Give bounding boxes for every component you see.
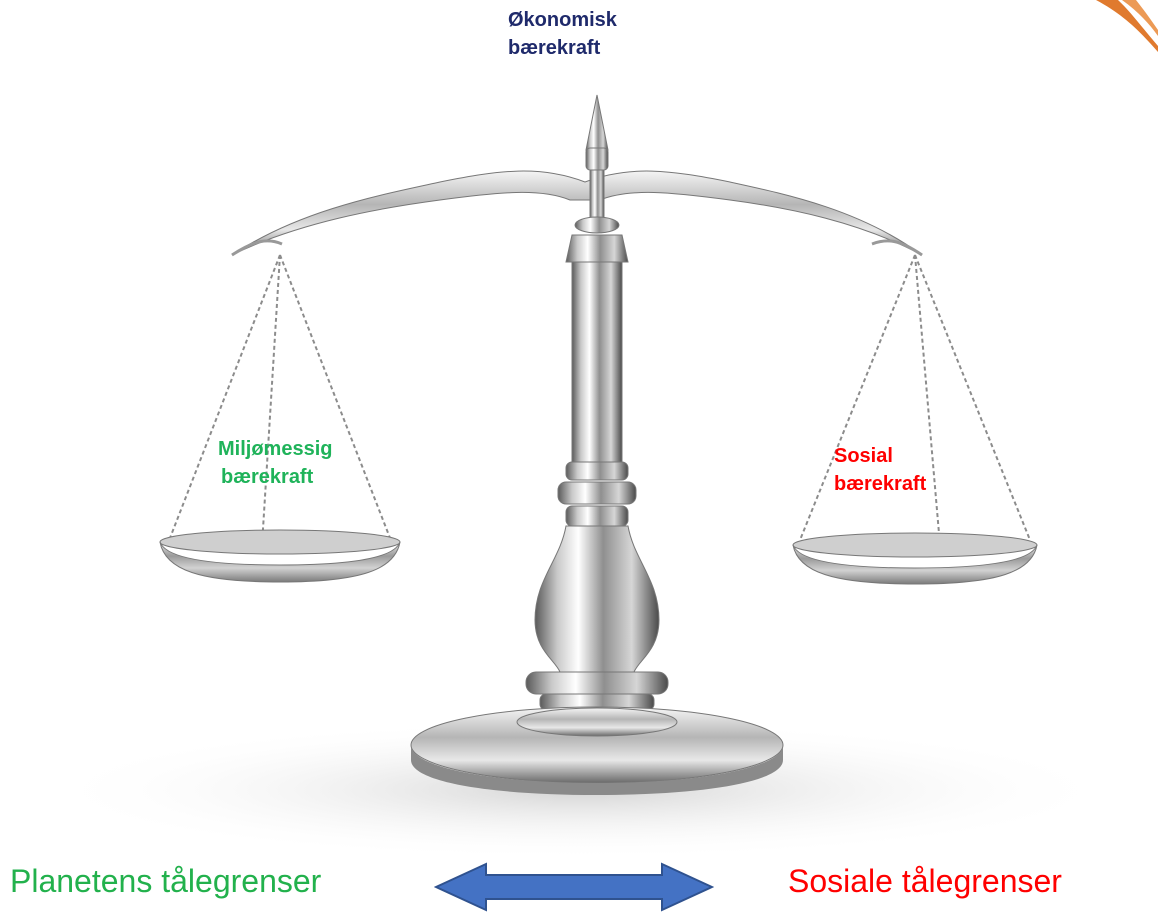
left-chains <box>169 254 391 546</box>
scale-finial <box>585 94 609 151</box>
left-pan <box>159 529 401 583</box>
economic-label-line2: bærekraft <box>508 37 601 59</box>
economic-label-line1: Økonomisk <box>508 9 617 31</box>
double-arrow-icon <box>434 862 714 912</box>
right-chains <box>799 254 1031 546</box>
social-boundaries-label: Sosiale tålegrenser <box>788 863 1062 899</box>
corner-ribbon-icon <box>1096 0 1158 52</box>
economic-sustainability-label: Økonomisk bærekraft <box>508 6 617 62</box>
social-label-line1: Sosial <box>834 445 893 467</box>
environmental-label-line1: Miljømessig <box>218 438 333 460</box>
scale-column <box>565 234 629 263</box>
environmental-sustainability-label: Miljømessig bærekraft <box>218 435 332 491</box>
planetary-boundaries-label: Planetens tålegrenser <box>10 863 322 899</box>
social-label-line2: bærekraft <box>834 473 927 495</box>
scale-vase <box>534 525 660 673</box>
social-sustainability-label: Sosial bærekraft <box>834 442 926 498</box>
environmental-label-line2: bærekraft <box>221 466 314 488</box>
right-pan <box>792 532 1038 585</box>
